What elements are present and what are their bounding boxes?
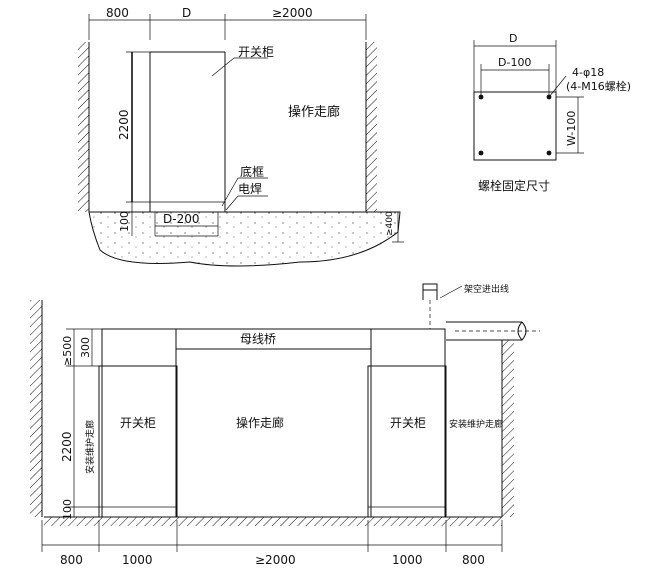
- dim-section-100: 100: [61, 499, 74, 520]
- label-cabinet: 开关柜: [238, 45, 274, 59]
- dim-d: D: [182, 6, 191, 20]
- label-base-frame: 底框: [240, 164, 264, 179]
- overhead-post: [422, 283, 438, 300]
- ground-hatch: [44, 517, 502, 526]
- label-cabinet-left: 开关柜: [120, 416, 156, 430]
- label-weld: 电焊: [238, 181, 262, 196]
- foundation-slab: [88, 211, 401, 267]
- detail-dim-d: D: [509, 32, 517, 45]
- dim-2200: 2200: [117, 109, 131, 140]
- bolt-plate: [473, 91, 557, 161]
- dim-d200: D-200: [163, 212, 199, 226]
- bottom-dim-2: 1000: [122, 553, 153, 567]
- dim-100: 100: [118, 211, 131, 232]
- detail-dim-w100: W-100: [565, 111, 578, 146]
- label-maint-right: 安装维护走廊: [449, 418, 503, 430]
- section-view: 母线桥 架空进出线 开关柜 操作走廊 开关柜 安装维护走廊 安装维护走廊 ≥50…: [30, 283, 540, 567]
- dim-300: 300: [79, 337, 92, 358]
- left-cabinet: [98, 365, 178, 518]
- dim-400: ≥400: [385, 211, 395, 236]
- bolt-caption: 螺栓固定尺寸: [478, 178, 550, 193]
- bolt-spec-1: 4-φ18: [572, 66, 604, 79]
- dim-2000: ≥2000: [272, 6, 313, 20]
- right-wall: [366, 42, 377, 212]
- label-busbar-bridge: 母线桥: [240, 332, 276, 346]
- busbar-bridge: [175, 328, 372, 350]
- bolt-detail: D D-100 W-100 4-φ18 (4-M16螺栓) 螺栓固定尺寸: [473, 32, 631, 193]
- dim-500: ≥500: [61, 336, 74, 366]
- right-cabinet: [367, 365, 447, 518]
- bottom-dim-5: 800: [462, 553, 485, 567]
- label-overhead-line: 架空进出线: [464, 283, 509, 295]
- label-cabinet-right: 开关柜: [390, 416, 426, 430]
- label-corridor: 操作走廊: [288, 104, 340, 120]
- dim-800: 800: [106, 6, 129, 20]
- label-maint-left: 安装维护走廊: [84, 420, 96, 474]
- bolt-spec-2: (4-M16螺栓): [566, 79, 631, 93]
- label-section-corridor: 操作走廊: [236, 415, 284, 430]
- left-wall: [78, 42, 89, 212]
- section-right-wall: [502, 340, 514, 517]
- bottom-dim-4: 1000: [392, 553, 423, 567]
- dim-section-2200: 2200: [60, 431, 74, 462]
- bottom-dim-3: ≥2000: [255, 553, 296, 567]
- bottom-dim-1: 800: [60, 553, 83, 567]
- top-plan-view: 800 D ≥2000 2200 100 D-200 ≥400 开关柜 操作走廊…: [78, 6, 404, 267]
- section-left-wall: [30, 300, 42, 517]
- detail-dim-d100: D-100: [498, 56, 531, 69]
